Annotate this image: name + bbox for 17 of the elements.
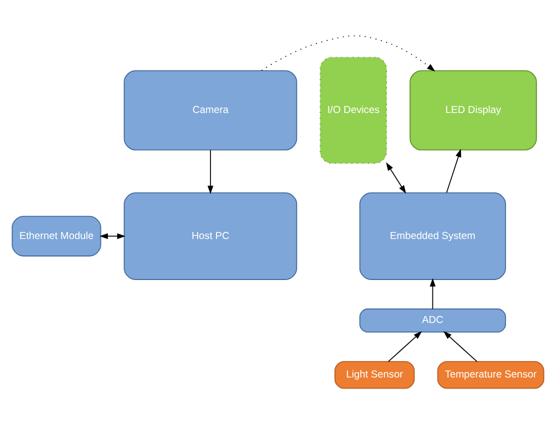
node-box: Light Sensor [334, 360, 415, 388]
arrow [100, 232, 126, 239]
arrow [446, 148, 462, 193]
node-box: Host PC [124, 192, 298, 280]
arrow [386, 162, 406, 194]
arrow [430, 278, 436, 309]
arrow [388, 330, 422, 362]
arrow [208, 149, 214, 194]
arrow [443, 330, 478, 362]
arrow [261, 34, 436, 71]
node-box: ADC [359, 308, 506, 332]
node-box: Camera [124, 70, 298, 150]
node-box: Embedded System [359, 192, 506, 280]
node-box: LED Display [410, 70, 537, 150]
node-box: Ethernet Module [12, 215, 102, 256]
node-box: Temperature Sensor [437, 360, 544, 388]
node-box: I/O Devices [320, 56, 388, 164]
